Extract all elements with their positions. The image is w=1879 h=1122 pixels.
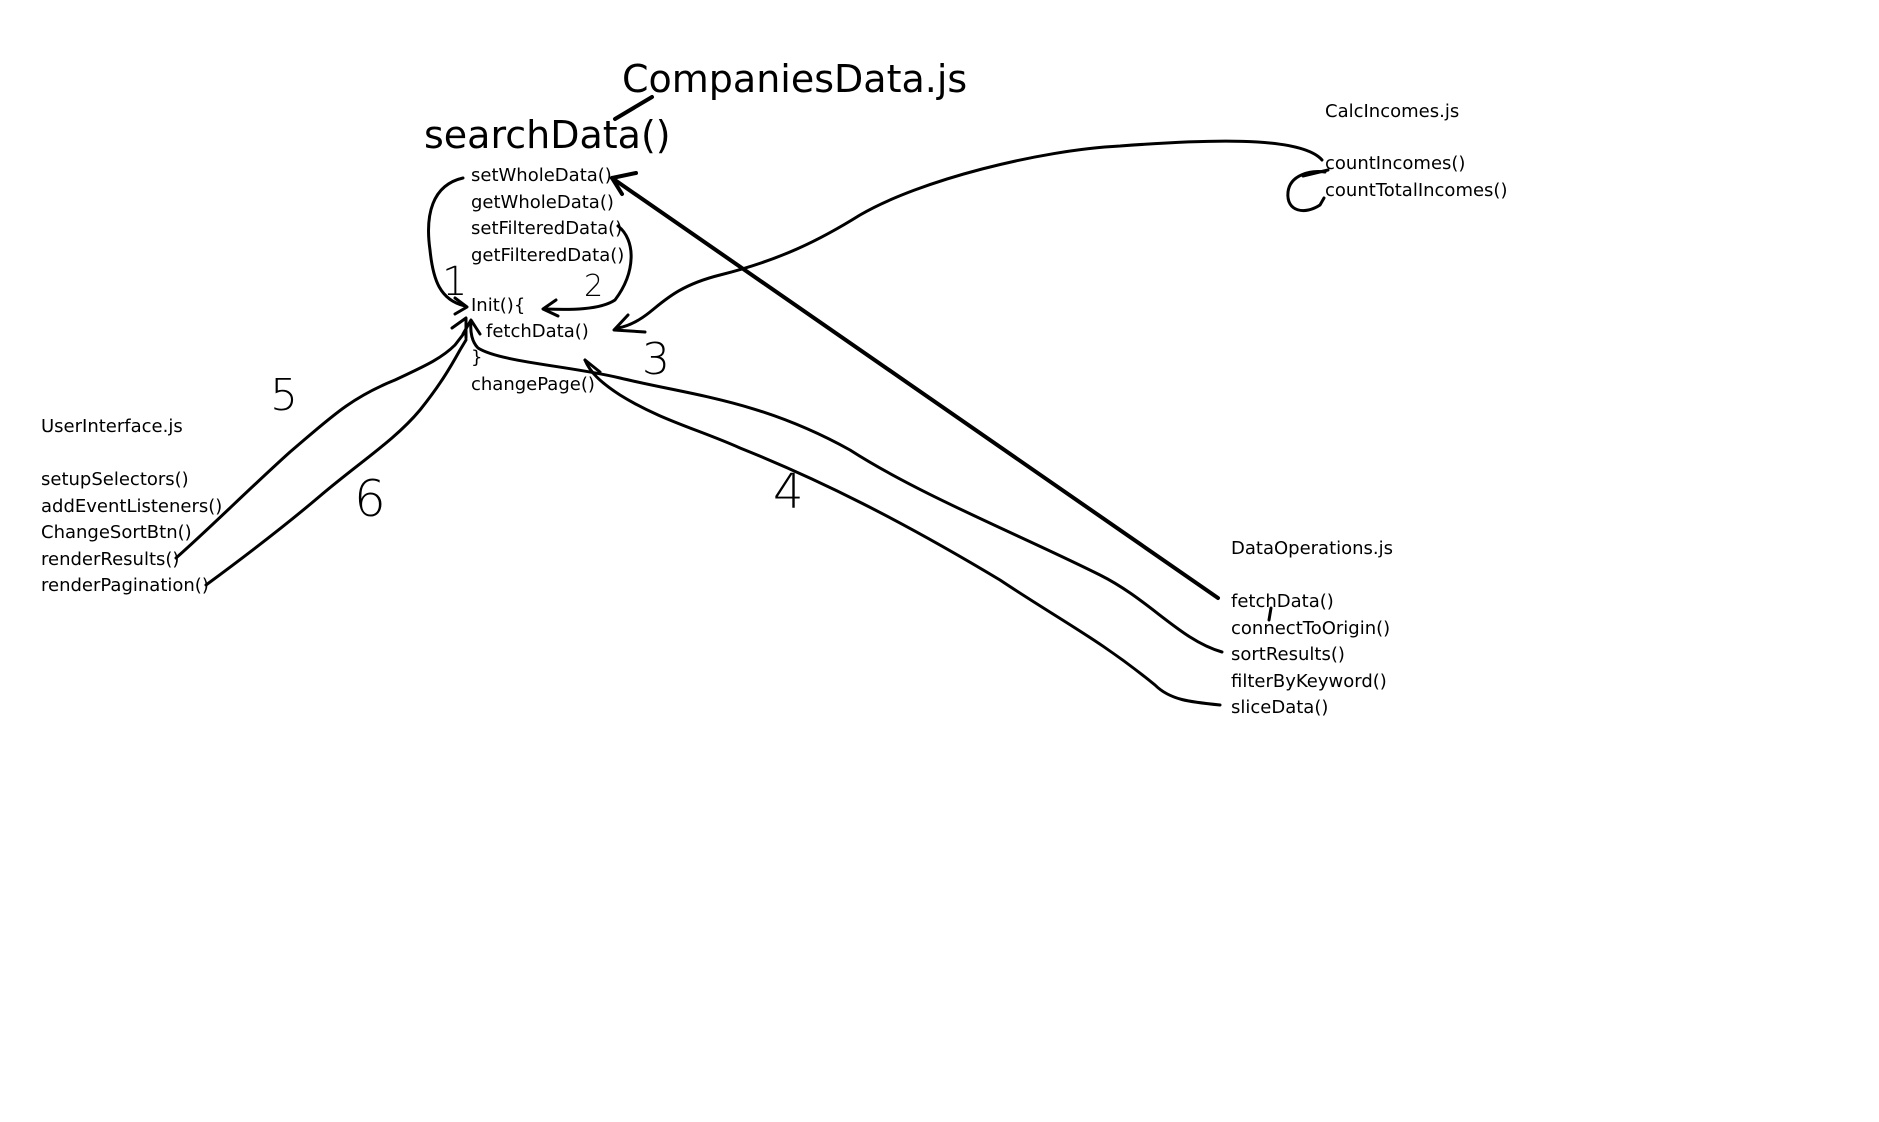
calc-loop-tick bbox=[1301, 168, 1330, 178]
arrow-step-6 bbox=[204, 338, 468, 587]
method-get-whole-data: getWholeData() bbox=[471, 191, 614, 213]
step-number-1: 1 bbox=[442, 259, 468, 305]
arrow-step-5 bbox=[174, 330, 467, 560]
method-filter-by-keyword: filterByKeyword() bbox=[1231, 670, 1387, 692]
arrow-step-1 bbox=[427, 176, 467, 308]
step-number-2: 2 bbox=[584, 269, 604, 304]
calc-file-title: CalcIncomes.js bbox=[1325, 101, 1460, 122]
arrowhead-setwholedata bbox=[610, 171, 638, 196]
init-close: } bbox=[471, 347, 483, 368]
data-ops-file-title: DataOperations.js bbox=[1231, 538, 1394, 559]
method-render-results: renderResults() bbox=[41, 548, 180, 570]
method-get-filtered-data: getFilteredData() bbox=[471, 244, 625, 266]
arrowhead-step-1 bbox=[453, 296, 469, 316]
arrowhead-step-2 bbox=[541, 298, 560, 318]
arrow-step-3 bbox=[469, 320, 1224, 654]
method-slice-data: sliceData() bbox=[1231, 697, 1329, 718]
file-pointer-line bbox=[613, 95, 654, 121]
method-add-event-listeners: addEventListeners() bbox=[41, 495, 223, 517]
method-change-sort-btn: ChangeSortBtn() bbox=[41, 522, 192, 543]
step-number-5: 5 bbox=[270, 370, 298, 421]
init-open: Init(){ bbox=[471, 295, 526, 316]
method-set-filtered-data: setFilteredData() bbox=[471, 218, 623, 239]
arrow-calc-to-fetchdata bbox=[616, 139, 1324, 330]
search-data-function: searchData() bbox=[424, 113, 671, 157]
arrow-fetch-to-setwholedata bbox=[610, 176, 1220, 600]
companies-file-title: CompaniesData.js bbox=[622, 57, 968, 101]
method-count-total-incomes: countTotalIncomes() bbox=[1325, 179, 1508, 201]
method-setup-selectors: setupSelectors() bbox=[41, 469, 189, 490]
arrow-step-4 bbox=[583, 358, 1222, 707]
method-render-pagination: renderPagination() bbox=[41, 575, 209, 596]
arrow-step-2 bbox=[543, 224, 633, 311]
method-count-incomes: countIncomes() bbox=[1325, 153, 1466, 174]
ui-file-title: UserInterface.js bbox=[41, 416, 183, 437]
arrowhead-calc bbox=[612, 313, 647, 334]
companies-methods-list: setWholeData() getWholeData() setFiltere… bbox=[471, 163, 624, 269]
ui-methods-list: setupSelectors() addEventListeners() Cha… bbox=[41, 467, 222, 600]
method-connect-to-origin: connectToOrigin() bbox=[1231, 617, 1391, 639]
arrowhead-step-5 bbox=[450, 316, 468, 340]
step-number-4: 4 bbox=[773, 464, 804, 520]
method-set-whole-data: setWholeData() bbox=[471, 165, 612, 186]
connector-merge-3 bbox=[583, 358, 602, 374]
method-sort-results: sortResults() bbox=[1231, 644, 1345, 665]
method-change-page: changePage() bbox=[471, 374, 595, 395]
step-number-3: 3 bbox=[642, 334, 670, 385]
calc-self-loop bbox=[1286, 170, 1327, 213]
step-number-6: 6 bbox=[354, 470, 386, 528]
data-ops-methods-list: fetchData() connectToOrigin() sortResult… bbox=[1231, 589, 1390, 722]
init-fetch-data: fetchData() bbox=[486, 321, 589, 342]
method-fetch-data: fetchData() bbox=[1231, 591, 1334, 612]
pen-tick bbox=[1267, 606, 1273, 622]
calc-methods-list: countIncomes() countTotalIncomes() bbox=[1325, 151, 1507, 204]
